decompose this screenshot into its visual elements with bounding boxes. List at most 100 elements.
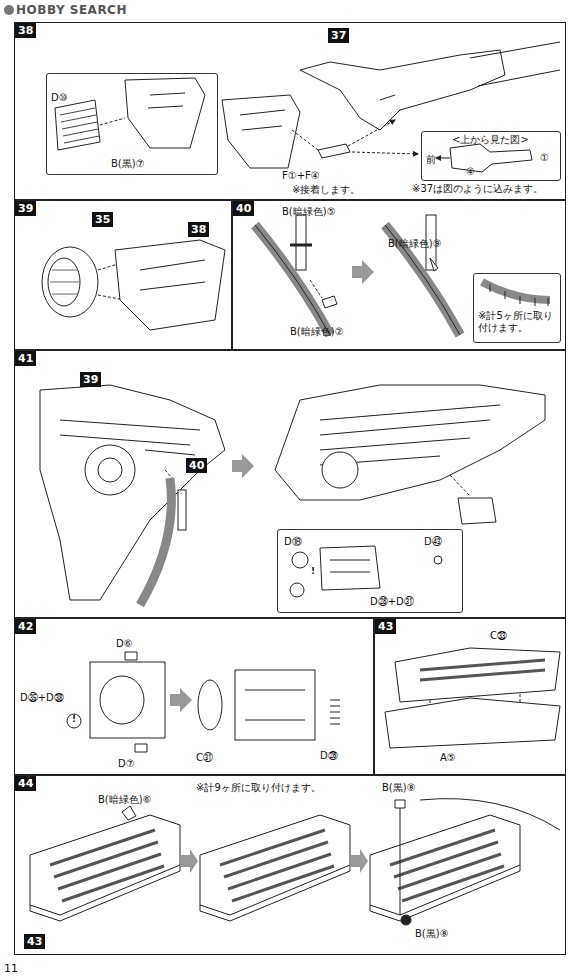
step40-art xyxy=(310,280,322,298)
part-label: ※接着します。 xyxy=(292,184,360,196)
step41-art xyxy=(320,546,380,590)
detail-inset: D⑱ D㉘+D㉛ D㊸! xyxy=(277,529,463,613)
part-label: D⑱ xyxy=(284,536,302,548)
part-label: D㊸ xyxy=(424,536,442,548)
step41-art xyxy=(60,420,200,455)
step41-art xyxy=(85,445,135,495)
step-panel: 44 xyxy=(14,775,566,955)
step40-art xyxy=(352,260,374,284)
step-number: 40 xyxy=(233,201,254,216)
part-label: D㉟+D㊳ xyxy=(20,692,64,704)
step44-art xyxy=(401,915,411,925)
step44-art xyxy=(400,800,401,915)
step38-art xyxy=(240,110,285,130)
step38-art xyxy=(60,108,99,143)
step38-art xyxy=(450,144,532,172)
step38-art xyxy=(222,95,300,168)
step43-art xyxy=(420,660,545,680)
part-label: B(黒)⑦ xyxy=(111,158,145,170)
step41-art xyxy=(322,452,358,488)
part-label: ※計5ヶ所に取り付けます。 xyxy=(478,310,558,334)
part-label: A⑤ xyxy=(440,752,456,764)
step40-art xyxy=(290,244,312,247)
step41-art xyxy=(140,478,171,605)
step42-art xyxy=(67,652,340,752)
step38-art xyxy=(125,78,205,148)
part-label: B(暗緑色)⑤ xyxy=(282,206,336,218)
step39-art xyxy=(42,240,225,330)
logo-icon xyxy=(4,5,14,15)
step40-art xyxy=(385,225,460,335)
part-label: B(黒)⑧ xyxy=(415,928,449,940)
step43-art xyxy=(385,648,560,748)
step42-art xyxy=(67,714,81,728)
step44-art xyxy=(200,815,350,921)
step38-art xyxy=(100,118,125,125)
part-label: 前 xyxy=(426,154,436,166)
part-label: B(暗緑色)② xyxy=(290,326,344,338)
part-label: ④ xyxy=(466,166,475,178)
step40-art xyxy=(385,225,460,335)
step43-art xyxy=(395,648,560,702)
step-panel: 43 xyxy=(374,618,566,775)
step38-art xyxy=(55,42,560,172)
subassembly-number: 40 xyxy=(186,458,207,473)
part-label: ! xyxy=(72,714,76,725)
step41-art xyxy=(330,560,370,572)
step40-art xyxy=(430,258,438,271)
step41-art xyxy=(458,498,496,524)
step44-art xyxy=(30,815,180,921)
step41-art xyxy=(290,583,304,597)
part-label: C㉝ xyxy=(490,630,507,642)
step40-art xyxy=(490,284,548,306)
part-label: D⑦ xyxy=(118,758,135,770)
step39-art xyxy=(115,240,225,330)
step42-art xyxy=(198,680,222,730)
subassembly-number: 39 xyxy=(80,372,101,387)
step41-art xyxy=(275,385,545,500)
step44-art xyxy=(370,815,520,921)
subassembly-number: 35 xyxy=(92,212,113,227)
part-label: D㉘+D㉛ xyxy=(370,596,414,608)
part-label: B(暗緑色)⑥ xyxy=(98,794,152,806)
part-label: ! xyxy=(311,566,315,577)
step-panel: 40 ※計5ヶ所に取り付けます。 xyxy=(232,200,566,350)
part-label: C㉛ xyxy=(196,752,213,764)
step-panel: 41D⑱ D㉘+D㉛ D㊸! xyxy=(14,350,566,618)
step41-art xyxy=(292,552,308,568)
part-label: D⑩ xyxy=(51,92,68,104)
detail-inset: ※計5ヶ所に取り付けます。 xyxy=(473,273,561,343)
step41-art xyxy=(178,490,186,530)
step39-art xyxy=(48,258,80,306)
step38-art xyxy=(318,144,350,158)
step42-art xyxy=(245,690,305,720)
step44-art xyxy=(420,799,560,830)
step38-art xyxy=(148,93,185,108)
part-label: B(黒)⑧ xyxy=(382,782,416,794)
detail-inset: <上から見た図>前④① xyxy=(421,131,561,181)
subassembly-number: 43 xyxy=(24,934,45,949)
part-label: B(暗緑色)⑨ xyxy=(388,238,442,250)
step-number: 38 xyxy=(15,23,36,38)
step38-art xyxy=(300,50,505,130)
step-number: 42 xyxy=(15,619,36,634)
step44-art xyxy=(350,849,368,873)
step40-art xyxy=(255,225,330,335)
step42-art xyxy=(100,676,144,724)
step38-art xyxy=(55,100,100,150)
step42-art xyxy=(90,662,165,738)
part-label: D㉖ xyxy=(320,750,338,762)
part-label: ① xyxy=(540,152,549,164)
step44-art xyxy=(30,799,560,925)
step40-art xyxy=(255,225,330,335)
step-number: 41 xyxy=(15,351,36,366)
step40-art xyxy=(322,296,337,308)
logo-icon xyxy=(4,5,14,15)
step42-art xyxy=(125,652,137,660)
step41-art xyxy=(40,385,225,600)
part-label: F①+F④ xyxy=(282,170,320,182)
step42-art xyxy=(135,744,147,752)
subassembly-number: 38 xyxy=(188,222,209,237)
step38-art xyxy=(436,158,450,159)
